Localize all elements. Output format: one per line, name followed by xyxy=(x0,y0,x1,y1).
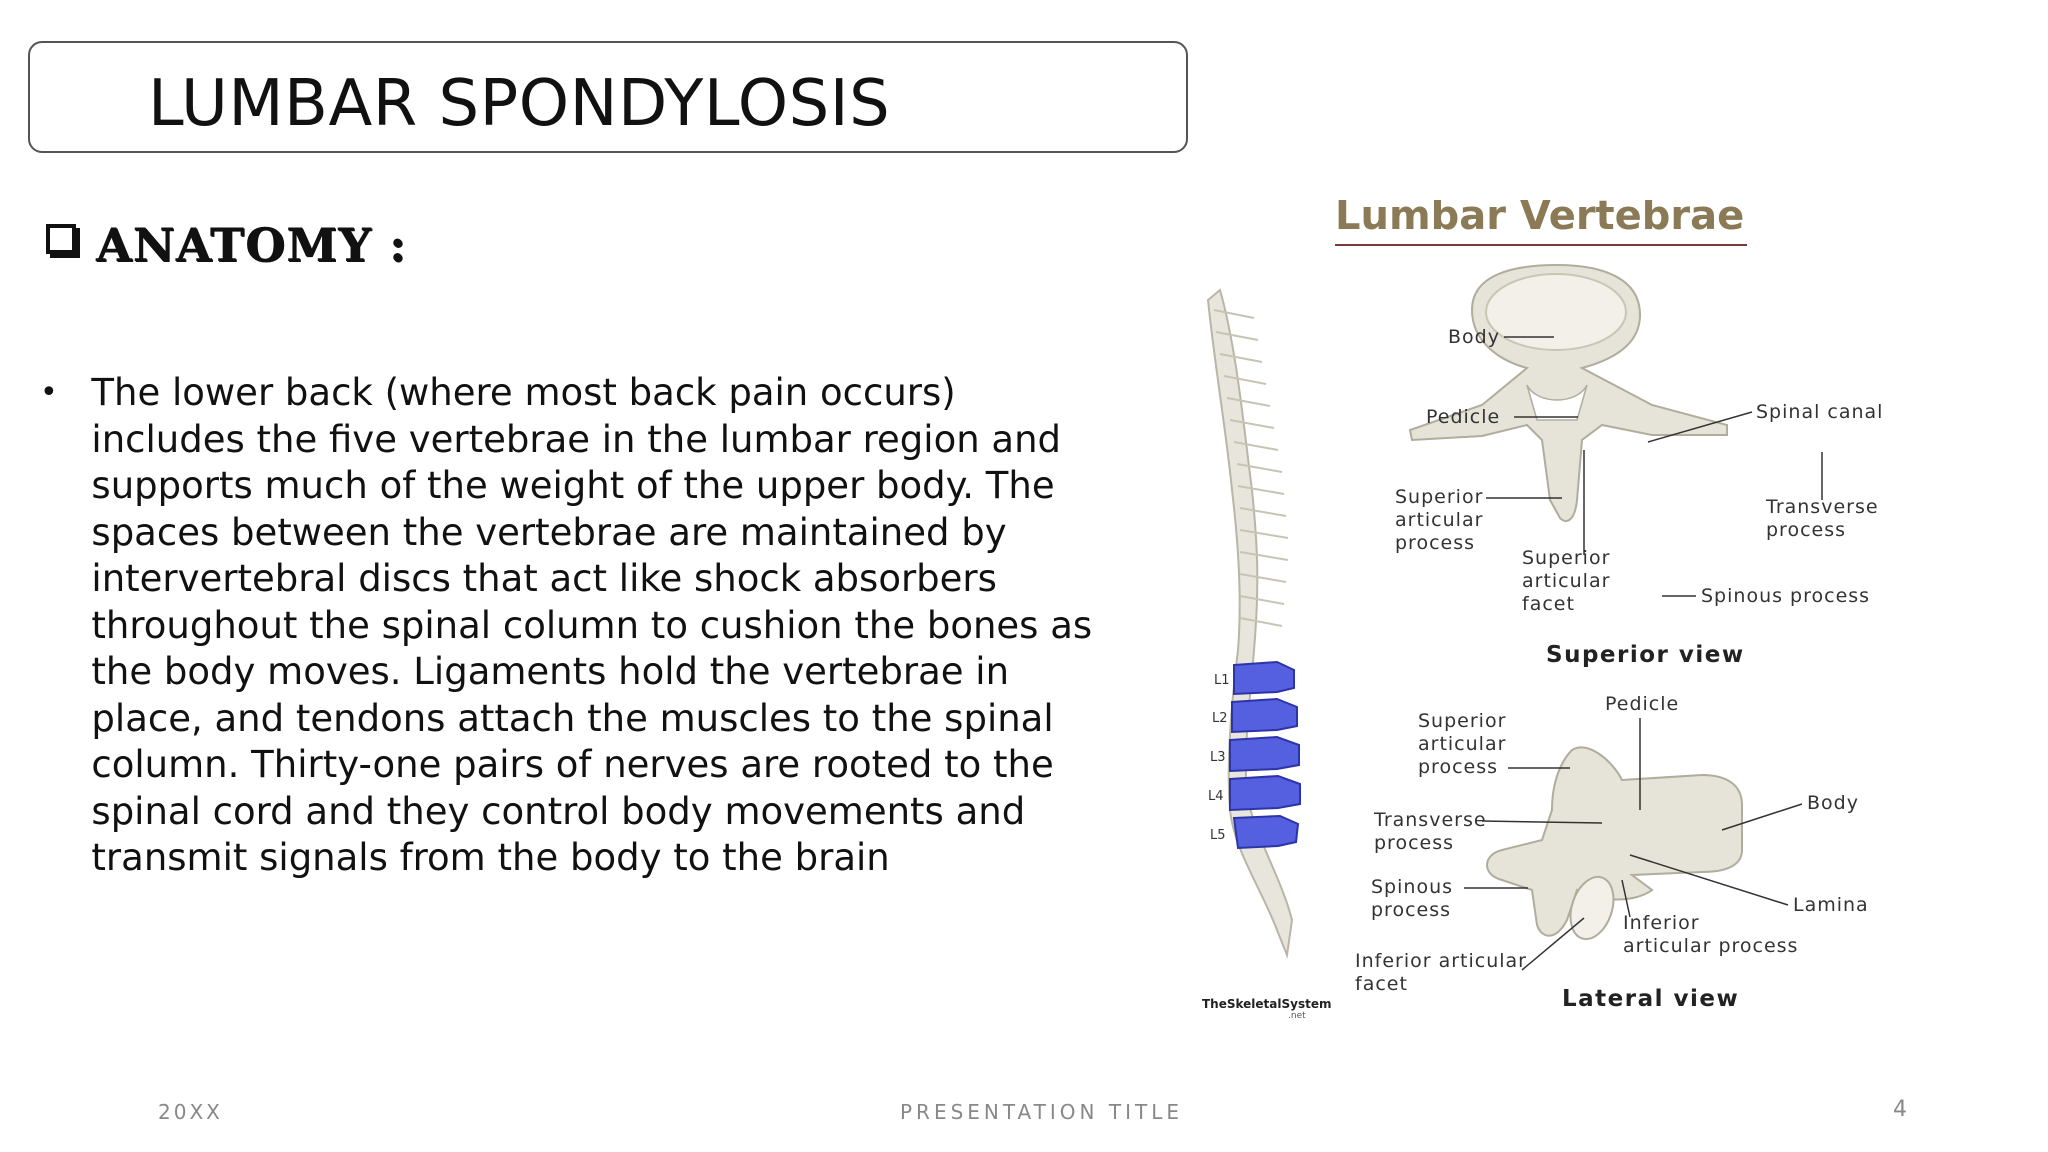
superior-label-superior-articular-process: articular xyxy=(1395,509,1483,531)
lateral-label-pedicle: Pedicle xyxy=(1605,693,1679,715)
lateral-label-superior-articular-process: Superior xyxy=(1418,710,1506,732)
superior-leader-lines xyxy=(1486,336,1823,597)
figure-credit-sub: .net xyxy=(1288,1011,1306,1021)
lateral-label-lamina: Lamina xyxy=(1793,894,1869,916)
lateral-label-spinous-process: process xyxy=(1371,899,1451,921)
lumbar-vertebrae-figure: Lumbar Vertebrae L1 L2 L3 L4 L5 TheSkele… xyxy=(1182,193,1902,1025)
lateral-label-transverse-process: process xyxy=(1374,832,1454,854)
level-label: L1 xyxy=(1214,673,1230,688)
superior-label-spinous-process: Spinous process xyxy=(1701,585,1870,607)
lateral-label-superior-articular-process: articular xyxy=(1418,733,1506,755)
superior-label-superior-articular-process: Superior xyxy=(1395,486,1483,508)
spine-icon xyxy=(1206,288,1301,959)
slide-title: LUMBAR SPONDYLOSIS xyxy=(148,67,891,141)
lateral-leader-lines xyxy=(1464,718,1803,971)
superior-view-caption: Superior view xyxy=(1546,642,1745,668)
superior-label-transverse-process: process xyxy=(1766,519,1846,541)
level-label: L4 xyxy=(1208,789,1224,804)
vertebrae-illustration: Lumbar Vertebrae L1 L2 L3 L4 L5 TheSkele… xyxy=(1202,193,1883,1021)
superior-view-vertebra-icon xyxy=(1408,263,1728,522)
superior-label-spinal-canal: Spinal canal xyxy=(1756,401,1883,423)
lumbar-highlight xyxy=(1229,660,1301,850)
lateral-label-superior-articular-process: process xyxy=(1418,756,1498,778)
figure-credit: TheSkeletalSystem xyxy=(1202,997,1332,1011)
superior-label-pedicle: Pedicle xyxy=(1426,406,1500,428)
lateral-label-inferior-articular-facet: facet xyxy=(1355,973,1408,995)
superior-label-superior-articular-process: process xyxy=(1395,532,1475,554)
superior-label-body: Body xyxy=(1448,326,1500,348)
level-label: L3 xyxy=(1210,750,1226,765)
footer-presentation-title: PRESENTATION TITLE xyxy=(900,1100,1183,1124)
superior-label-superior-articular-facet: articular xyxy=(1522,570,1610,592)
level-labels: L1 L2 L3 L4 L5 xyxy=(1208,673,1230,843)
section-heading-text: ANATOMY : xyxy=(96,218,407,272)
list-item: • The lower back (where most back pain o… xyxy=(40,370,1100,882)
lateral-label-transverse-process: Transverse xyxy=(1373,809,1487,831)
level-label: L2 xyxy=(1212,711,1228,726)
title-box: LUMBAR SPONDYLOSIS xyxy=(28,41,1188,153)
bullet-text: The lower back (where most back pain occ… xyxy=(91,371,1093,879)
level-label: L5 xyxy=(1210,828,1226,843)
footer-date: 20XX xyxy=(158,1100,223,1124)
superior-label-transverse-process: Transverse xyxy=(1765,496,1879,518)
lateral-label-body: Body xyxy=(1807,792,1859,814)
lateral-view-caption: Lateral view xyxy=(1562,986,1739,1012)
lateral-label-spinous-process: Spinous xyxy=(1371,876,1453,898)
superior-label-superior-articular-facet: facet xyxy=(1522,593,1575,615)
page-number: 4 xyxy=(1893,1097,1907,1122)
lateral-label-inferior-articular-facet: Inferior articular xyxy=(1355,950,1527,972)
figure-title: Lumbar Vertebrae xyxy=(1335,200,1744,239)
checkbox-bullet-icon xyxy=(46,224,76,254)
lateral-view-vertebra-icon xyxy=(1486,746,1743,941)
bullet-icon: • xyxy=(40,375,58,410)
lateral-label-inferior-articular-process: Inferior xyxy=(1623,912,1700,934)
body-list: • The lower back (where most back pain o… xyxy=(40,370,1100,882)
superior-label-superior-articular-facet: Superior xyxy=(1522,547,1610,569)
lateral-label-inferior-articular-process: articular process xyxy=(1623,935,1798,957)
section-heading: ANATOMY : xyxy=(46,218,407,272)
